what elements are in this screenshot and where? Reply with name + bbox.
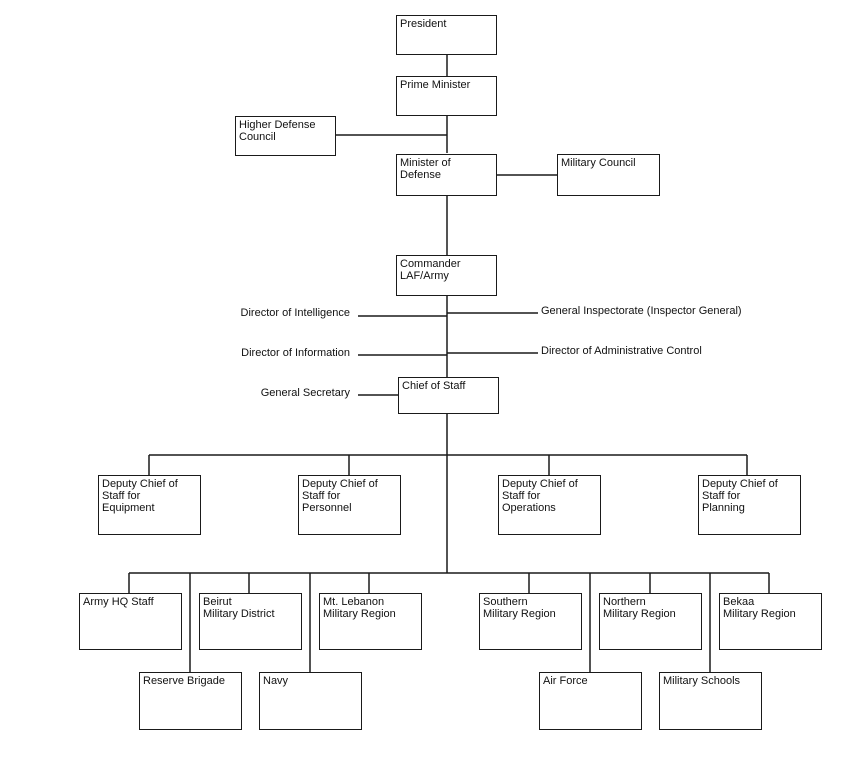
box-reserve-brigade: Reserve Brigade xyxy=(139,672,242,730)
box-deputy-personnel: Deputy Chief of Staff for Personnel xyxy=(298,475,401,535)
box-military-council: Military Council xyxy=(557,154,660,196)
box-minister-of-defense: Minister of Defense xyxy=(396,154,497,196)
box-chief-of-staff: Chief of Staff xyxy=(398,377,499,414)
label-general-inspectorate: General Inspectorate (Inspector General) xyxy=(541,305,742,317)
box-bekaa-military-region: Bekaa Military Region xyxy=(719,593,822,650)
box-southern-military-region: Southern Military Region xyxy=(479,593,582,650)
box-prime-minister: Prime Minister xyxy=(396,76,497,116)
label-director-intelligence: Director of Intelligence xyxy=(240,307,350,319)
label-director-admin-control: Director of Administrative Control xyxy=(541,345,702,357)
box-navy: Navy xyxy=(259,672,362,730)
label-general-secretary: General Secretary xyxy=(260,387,350,399)
box-beirut-military-district: Beirut Military District xyxy=(199,593,302,650)
box-mt-lebanon-military-region: Mt. Lebanon Military Region xyxy=(319,593,422,650)
box-deputy-equipment: Deputy Chief of Staff for Equipment xyxy=(98,475,201,535)
box-military-schools: Military Schools xyxy=(659,672,762,730)
box-air-force: Air Force xyxy=(539,672,642,730)
box-army-hq-staff: Army HQ Staff xyxy=(79,593,182,650)
box-commander: Commander LAF/Army xyxy=(396,255,497,296)
box-deputy-planning: Deputy Chief of Staff for Planning xyxy=(698,475,801,535)
label-director-information: Director of Information xyxy=(241,347,350,359)
box-deputy-operations: Deputy Chief of Staff for Operations xyxy=(498,475,601,535)
box-higher-defense-council: Higher Defense Council xyxy=(235,116,336,156)
box-northern-military-region: Northern Military Region xyxy=(599,593,702,650)
box-president: President xyxy=(396,15,497,55)
